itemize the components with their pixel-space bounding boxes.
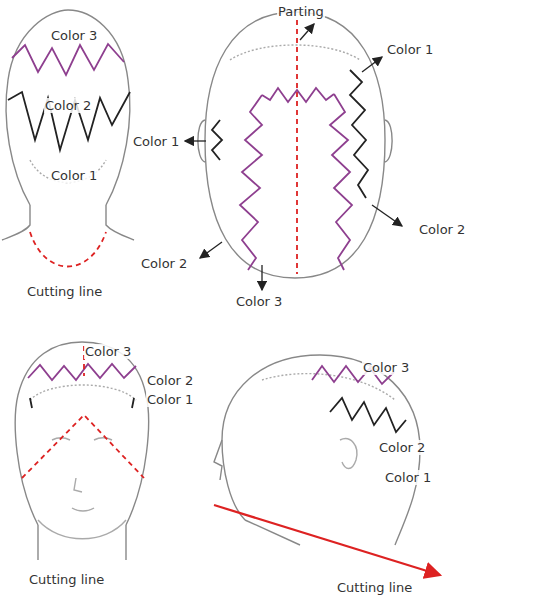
cutting-line-label: Cutting line: [336, 580, 413, 595]
side-view: [214, 355, 440, 575]
color-label: Color 1: [384, 470, 432, 485]
color-label: Color 1: [132, 134, 180, 149]
color-label: Color 1: [386, 42, 434, 57]
color-label: Color 2: [140, 256, 188, 271]
cutting-line-label: Cutting line: [28, 572, 105, 587]
color-label: Color 3: [235, 294, 283, 309]
color-label: Color 2: [44, 98, 92, 113]
front-view: [15, 342, 148, 570]
color-label: Color 2: [418, 222, 466, 237]
color-label: Color 1: [146, 392, 194, 407]
cutting-line-label: Cutting line: [26, 284, 103, 299]
top-view: [185, 12, 402, 290]
color-label: Color 3: [50, 28, 98, 43]
back-view: [2, 10, 134, 267]
color-label: Color 2: [146, 373, 194, 388]
color-label: Color 2: [378, 440, 426, 455]
color-label: Color 1: [50, 168, 98, 183]
color-label: Color 3: [362, 360, 410, 375]
parting-label: Parting: [277, 4, 325, 19]
color-label: Color 3: [84, 344, 132, 359]
